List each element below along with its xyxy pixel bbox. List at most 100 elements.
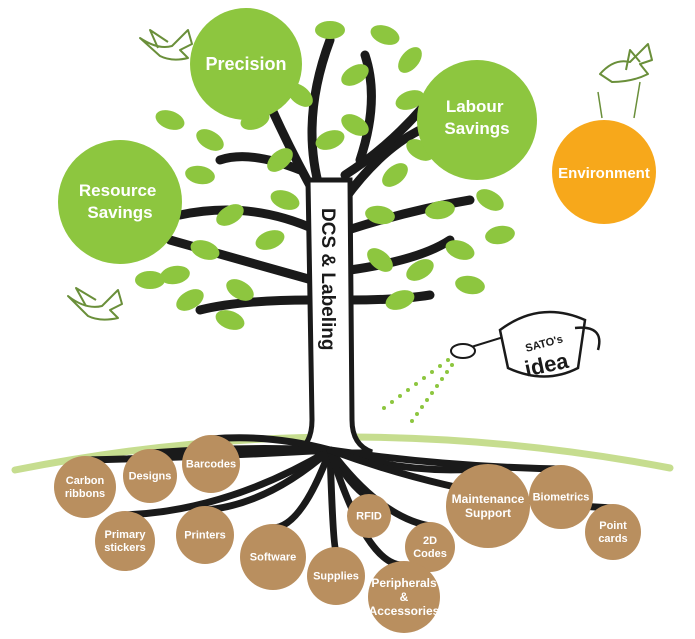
leaf [341, 64, 369, 86]
leaf [395, 90, 425, 110]
root-node-label: Biometrics [533, 492, 590, 504]
leaf [445, 240, 475, 260]
water-drop [438, 364, 442, 368]
bird-icon [67, 287, 123, 321]
resource-label: Resource [79, 181, 156, 200]
leaf [476, 189, 504, 211]
water-drop [420, 405, 424, 409]
water-drop [450, 363, 454, 367]
water-drop [390, 400, 394, 404]
leaf [135, 271, 165, 289]
root-node-circle [240, 524, 306, 590]
root-node-label: RFID [356, 511, 382, 523]
root-node-circle [182, 435, 240, 493]
root-node-label-line: stickers [104, 542, 146, 554]
branch [345, 235, 455, 275]
root-node-circle [347, 494, 391, 538]
root-node-circle [405, 522, 455, 572]
leaf [185, 165, 215, 185]
root-node-label-line: Barcodes [186, 459, 236, 471]
branch [165, 235, 317, 285]
svg-text:Precision: Precision [205, 54, 286, 74]
water-drop [415, 412, 419, 416]
leaf [455, 275, 485, 295]
leaf [367, 248, 393, 272]
root-node-label-line: 2D [423, 535, 437, 547]
root-node-label-line: & [400, 590, 409, 604]
water-drop [406, 388, 410, 392]
leaf [425, 200, 455, 220]
root-node-label-line: Designs [129, 471, 172, 483]
root-node-label: Barcodes [186, 459, 236, 471]
root-node-label-line: Support [465, 506, 511, 520]
root-node-label-line: Maintenance [452, 492, 525, 506]
root-node-circle [585, 504, 641, 560]
watering-can-icon: SATO's idea [450, 310, 601, 381]
root-node-rfid: RFID [347, 494, 391, 538]
root-node-circle [368, 561, 440, 633]
svg-text:Resource Savings: Resource Savings [79, 181, 161, 222]
root-node-label-line: Software [250, 552, 296, 564]
leaf [215, 310, 245, 330]
environment-label: Environment [558, 165, 650, 182]
leaf [398, 47, 422, 73]
root-node-label-line: Peripherals [371, 576, 437, 590]
leaf [385, 290, 415, 310]
leaf [485, 225, 515, 245]
labour-label: Labour [446, 97, 504, 116]
root-node-label: Peripherals&Accessories [369, 576, 440, 618]
water-drop [446, 358, 450, 362]
root-line [146, 445, 334, 457]
leaf [382, 163, 408, 187]
root-node-label-line: RFID [356, 511, 382, 523]
root-line [121, 446, 334, 519]
resource-savings-label: Savings [87, 203, 152, 222]
leaf [226, 279, 254, 301]
root-node-circle [123, 449, 177, 503]
leaf [196, 129, 224, 151]
root-node-circle [95, 511, 155, 571]
bird-icon [599, 43, 653, 83]
root-node-biometrics: Biometrics [529, 465, 593, 529]
branch [175, 205, 321, 235]
branch [355, 50, 376, 165]
root-node-barcodes: Barcodes [182, 435, 240, 493]
leaf [406, 259, 434, 281]
root-node-designs: Designs [123, 449, 177, 503]
water-drop [382, 406, 386, 410]
water-drop [435, 384, 439, 388]
ornament-string [597, 81, 641, 119]
root-node-label-line: Biometrics [533, 492, 590, 504]
root-node-circle [54, 456, 116, 518]
water-drop [398, 394, 402, 398]
root-node-label-line: ribbons [65, 488, 105, 500]
water-drops [382, 358, 454, 423]
leaf [190, 240, 220, 260]
branch [307, 35, 335, 195]
root-line [326, 446, 565, 473]
root-node-label: Printers [184, 530, 226, 542]
precision-label: Precision [205, 54, 286, 74]
root-node-printers: Printers [176, 506, 234, 564]
water-drop [430, 370, 434, 374]
water-drop [440, 377, 444, 381]
labour-savings-label: Savings [444, 119, 509, 138]
root-node-circle [529, 465, 593, 529]
leaf [176, 289, 204, 311]
leaf [160, 265, 190, 285]
water-drop [414, 382, 418, 386]
water-drop [410, 419, 414, 423]
precision-circle: Precision [190, 8, 302, 120]
root-node-label-line: Carbon [66, 475, 105, 487]
root-node-circle [307, 547, 365, 605]
svg-text:Labour Savings: Labour Savings [444, 97, 509, 138]
root-node-peripherals: Peripherals&Accessories [368, 561, 440, 633]
